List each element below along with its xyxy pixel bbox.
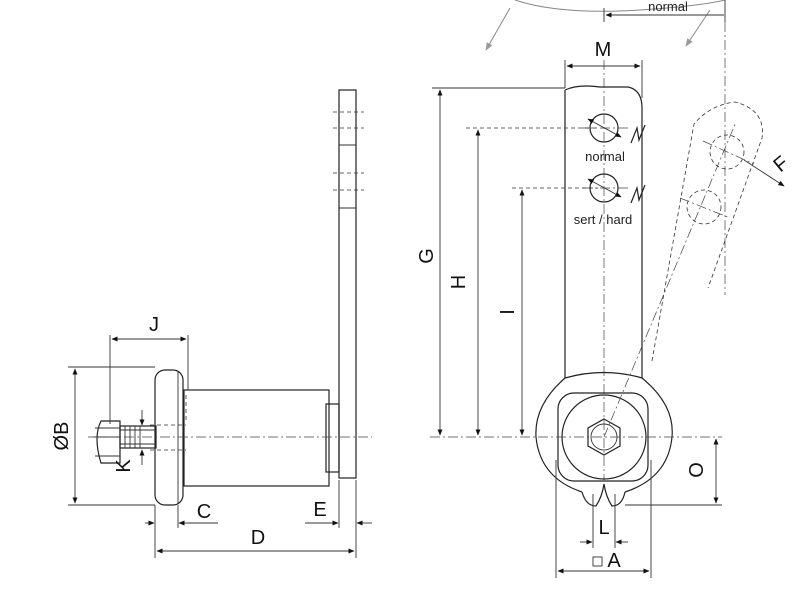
label-h: H [448,275,470,289]
swing-arm [651,101,763,362]
bolt-head [96,420,121,464]
label-a: A [607,550,621,572]
label-c: C [197,501,211,523]
label-l: L [598,517,609,539]
label-e: E [313,499,326,521]
front-view: normal normal sert / hard M [416,0,793,578]
label-diameter-b: ØB [51,422,73,451]
swing-arc [514,0,726,12]
hub-slot [581,483,626,507]
label-d: D [251,527,265,549]
label-normal-top: normal [648,0,688,14]
hex-head [587,418,621,456]
hub-collar [325,403,340,473]
label-f: F [769,152,793,177]
label-o: O [686,462,708,478]
label-i: I [497,309,519,315]
arm-plate [338,89,357,479]
side-view: ØB J K C D E [51,89,372,558]
arm-body [564,85,643,378]
label-sert-hard: sert / hard [574,212,633,227]
square-symbol [592,556,603,567]
label-m: M [595,39,612,61]
label-g: G [416,248,438,264]
hub-body [183,389,330,487]
hub-outline [535,371,673,493]
label-normal-hole: normal [585,149,625,164]
label-j: J [149,314,159,336]
label-k: K [113,459,135,473]
flange [154,369,184,506]
